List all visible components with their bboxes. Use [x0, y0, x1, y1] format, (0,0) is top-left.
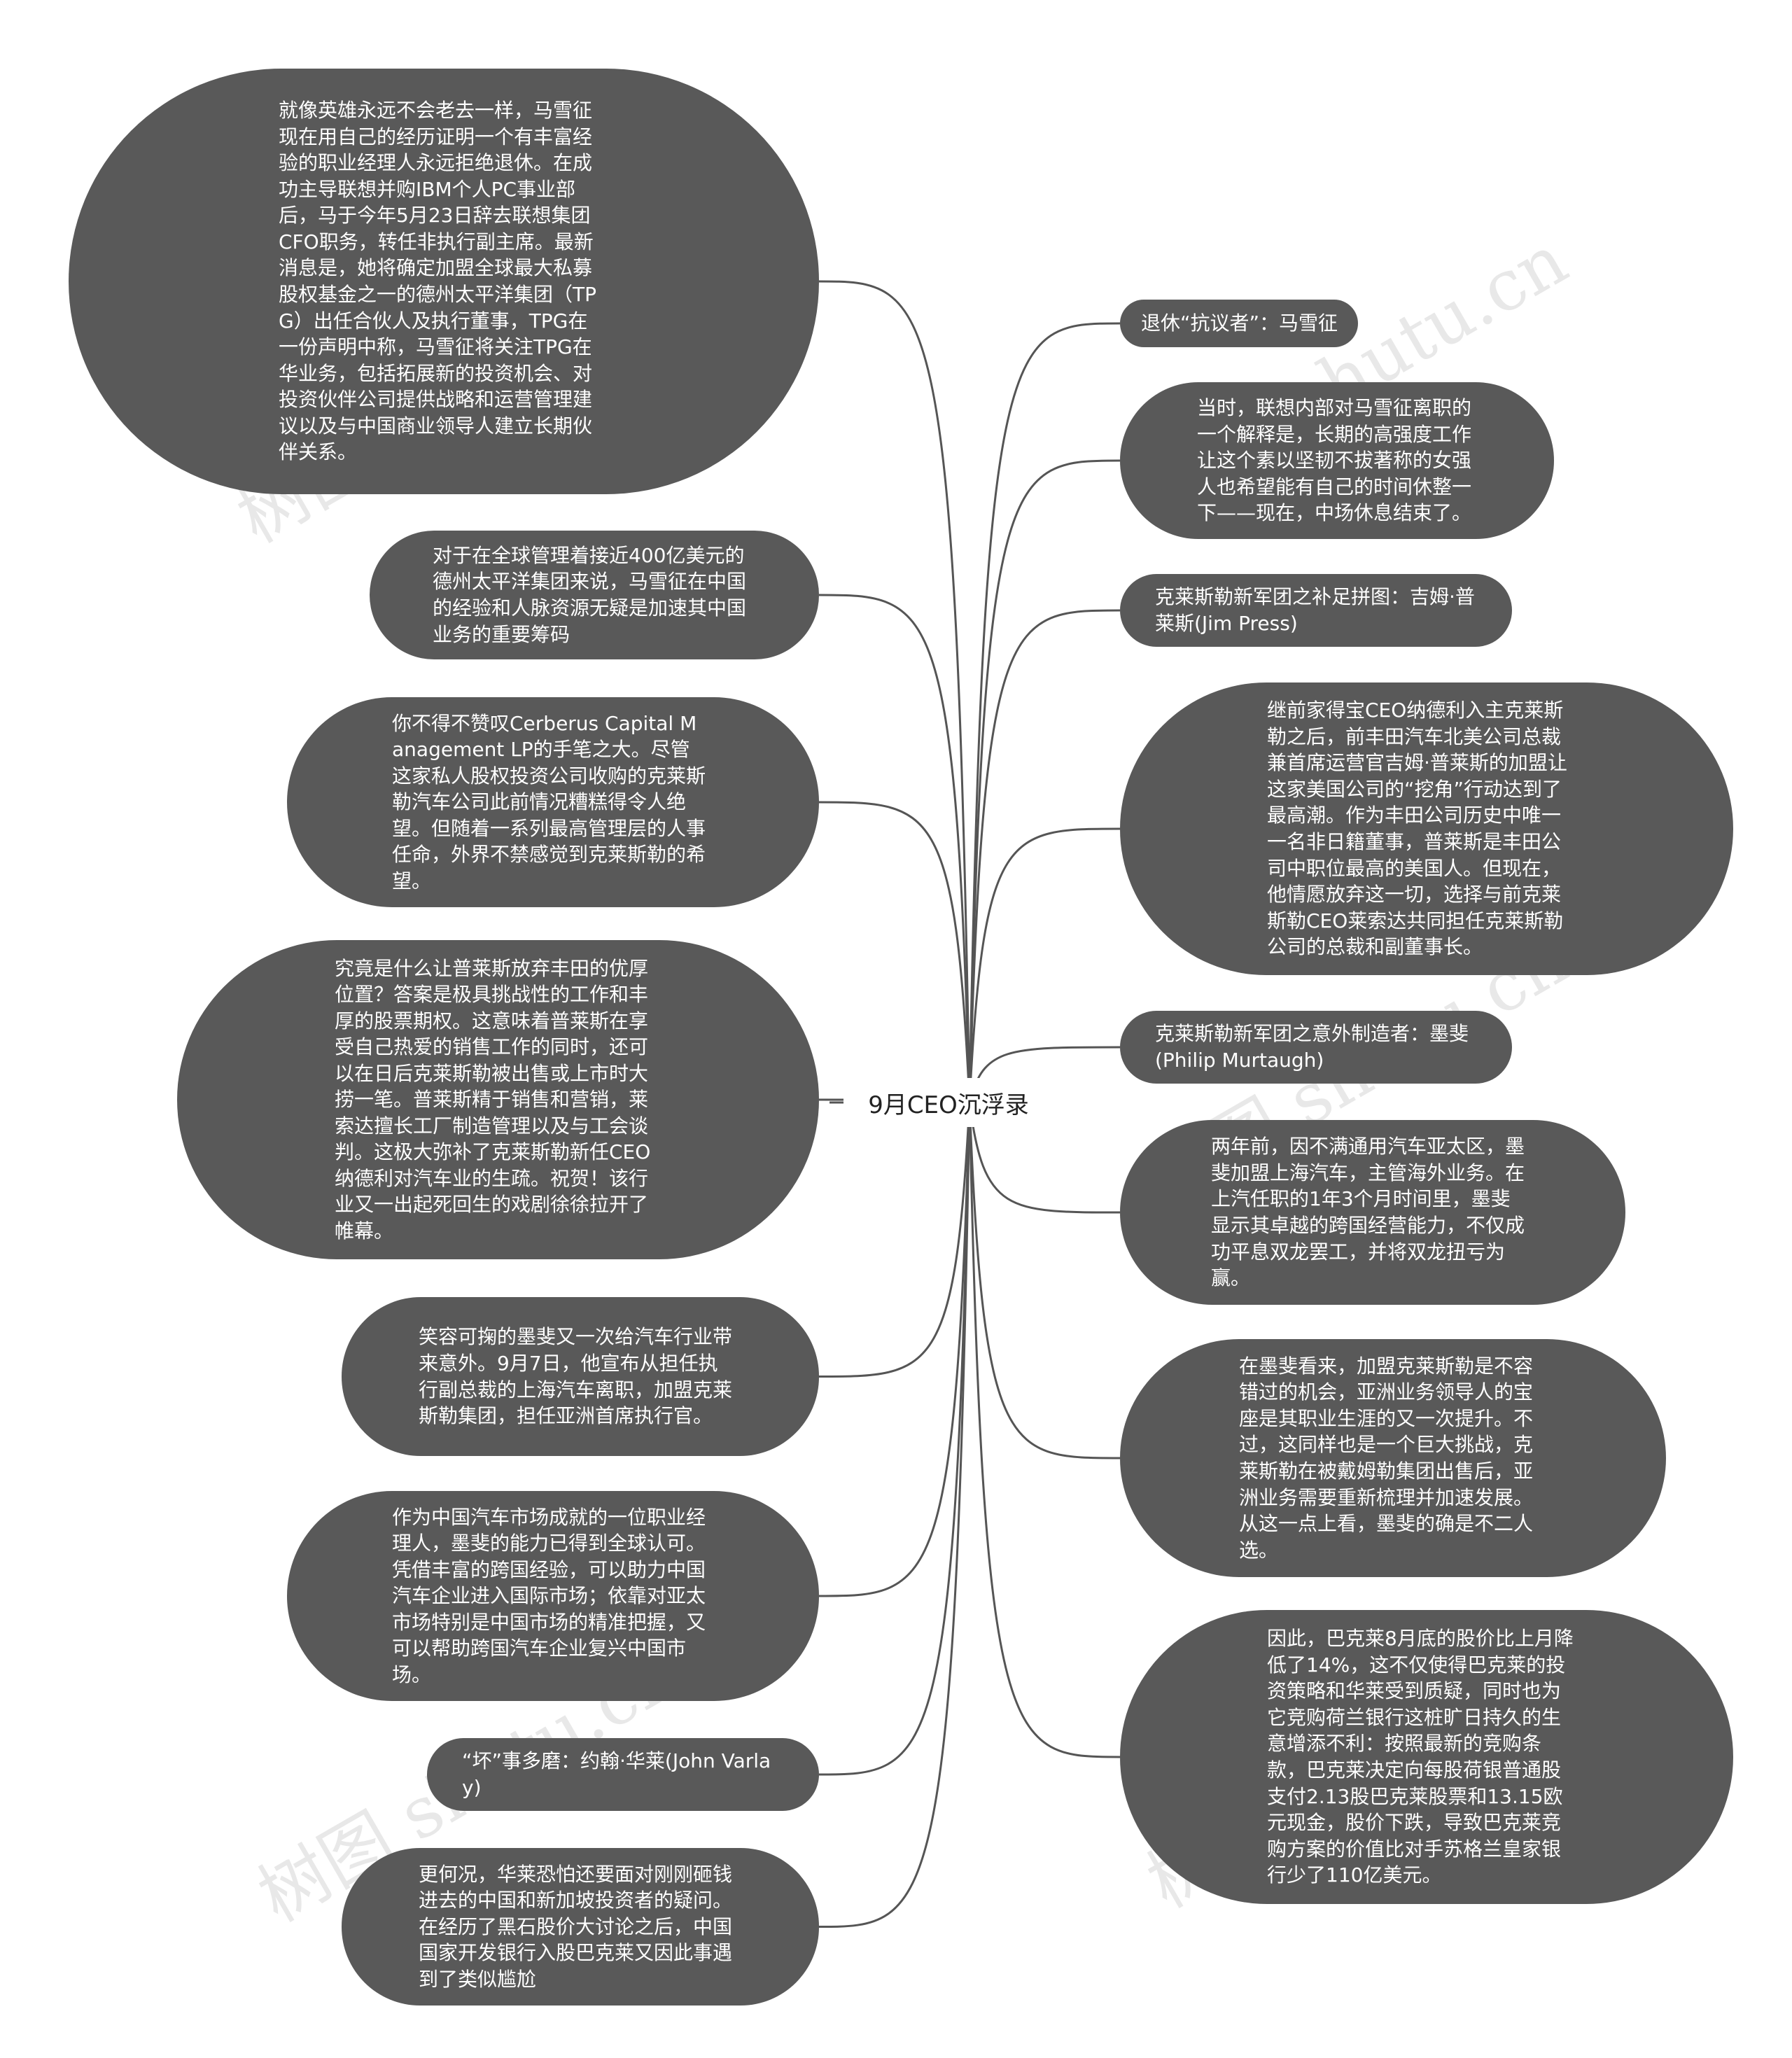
node-text: 对于在全球管理着接近400亿美元的德州太平洋集团来说，马雪征在中国的经验和人脉资… — [433, 543, 747, 646]
node-text: 究竟是什么让普莱斯放弃丰田的优厚位置？答案是极具挑战性的工作和丰厚的股票期权。这… — [335, 956, 651, 1242]
topic-node-left[interactable]: 对于在全球管理着接近400亿美元的德州太平洋集团来说，马雪征在中国的经验和人脉资… — [370, 531, 819, 659]
node-text: “坏”事多磨：约翰·华莱(John Varlay) — [462, 1749, 771, 1799]
node-text: 更何况，华莱恐怕还要面对刚刚砸钱进去的中国和新加坡投资者的疑问。在经历了黑石股价… — [419, 1862, 733, 1991]
connector-line — [818, 1102, 971, 1378]
node-text: 笑容可掬的墨斐又一次给汽车行业带来意外。9月7日，他宣布从担任执行副总裁的上海汽… — [419, 1325, 733, 1428]
topic-node-left[interactable]: “坏”事多磨：约翰·华莱(John Varlay) — [427, 1738, 819, 1811]
topic-node-left[interactable]: 更何况，华莱恐怕还要面对刚刚砸钱进去的中国和新加坡投资者的疑问。在经历了黑石股价… — [342, 1848, 819, 2005]
connector-line — [818, 280, 971, 1103]
topic-node-right[interactable]: 继前家得宝CEO纳德利入主克莱斯勒之后，前丰田汽车北美公司总裁兼首席运营官吉姆·… — [1120, 682, 1733, 975]
node-text: 在墨斐看来，加盟克莱斯勒是不容错过的机会，亚洲业务领导人的宝座是其职业生涯的又一… — [1239, 1354, 1534, 1562]
connector-line — [968, 1102, 1121, 1460]
connector-line — [968, 609, 1121, 1103]
topic-node-right[interactable]: 两年前，因不满通用汽车亚太区，墨斐加盟上海汽车，主管海外业务。在上汽任职的1年3… — [1120, 1120, 1625, 1305]
connector-line — [818, 1102, 971, 1597]
topic-node-right[interactable]: 克莱斯勒新军团之意外制造者：墨斐(Philip Murtaugh) — [1120, 1011, 1512, 1084]
topic-node-right[interactable]: 退休“抗议者”：马雪征 — [1120, 300, 1358, 347]
node-text: 克莱斯勒新军团之意外制造者：墨斐(Philip Murtaugh) — [1155, 1022, 1469, 1072]
topic-node-right[interactable]: 在墨斐看来，加盟克莱斯勒是不容错过的机会，亚洲业务领导人的宝座是其职业生涯的又一… — [1120, 1339, 1666, 1577]
topic-node-right[interactable]: 克莱斯勒新军团之补足拼图：吉姆·普莱斯(Jim Press) — [1120, 574, 1512, 647]
topic-node-left[interactable]: 笑容可掬的墨斐又一次给汽车行业带来意外。9月7日，他宣布从担任执行副总裁的上海汽… — [342, 1297, 819, 1456]
node-text: 当时，联想内部对马雪征离职的一个解释是，长期的高强度工作让这个素以坚韧不拔著称的… — [1197, 396, 1472, 525]
topic-node-left[interactable]: 究竟是什么让普莱斯放弃丰田的优厚位置？答案是极具挑战性的工作和丰厚的股票期权。这… — [177, 940, 819, 1259]
connector-line — [968, 322, 1121, 1103]
connector-line — [968, 1102, 1121, 1758]
node-text: 因此，巴克莱8月底的股价比上月降低了14%，这不仅使得巴克莱的投资策略和华莱受到… — [1267, 1627, 1574, 1887]
node-text: 你不得不赞叹Cerberus Capital Management LP的手笔之… — [392, 711, 706, 892]
connector-line — [818, 1102, 971, 1776]
node-text: 退休“抗议者”：马雪征 — [1141, 312, 1338, 335]
topic-node-left[interactable]: 作为中国汽车市场成就的一位职业经理人，墨斐的能力已得到全球认可。凭借丰富的跨国经… — [287, 1491, 819, 1701]
node-text: 克莱斯勒新军团之补足拼图：吉姆·普莱斯(Jim Press) — [1155, 585, 1475, 635]
connector-line — [968, 827, 1121, 1103]
connector-line — [818, 801, 971, 1103]
topic-node-left[interactable]: 就像英雄永远不会老去一样，马雪征现在用自己的经历证明一个有丰富经验的职业经理人永… — [69, 69, 819, 494]
topic-node-left[interactable]: 你不得不赞叹Cerberus Capital Management LP的手笔之… — [287, 697, 819, 907]
node-text: 继前家得宝CEO纳德利入主克莱斯勒之后，前丰田汽车北美公司总裁兼首席运营官吉姆·… — [1267, 699, 1567, 959]
connector-line — [818, 1102, 971, 1928]
node-text: 两年前，因不满通用汽车亚太区，墨斐加盟上海汽车，主管海外业务。在上汽任职的1年3… — [1211, 1135, 1525, 1290]
connector-line — [968, 1102, 1121, 1214]
central-topic[interactable]: 9月CEO沉浮录 — [844, 1078, 1054, 1127]
node-text: 作为中国汽车市场成就的一位职业经理人，墨斐的能力已得到全球认可。凭借丰富的跨国经… — [392, 1505, 706, 1686]
topic-node-right[interactable]: 因此，巴克莱8月底的股价比上月降低了14%，这不仅使得巴克莱的投资策略和华莱受到… — [1120, 1610, 1733, 1904]
topic-node-right[interactable]: 当时，联想内部对马雪征离职的一个解释是，长期的高强度工作让这个素以坚韧不拔著称的… — [1120, 382, 1554, 539]
connector-line — [968, 459, 1121, 1103]
node-text: 就像英雄永远不会老去一样，马雪征现在用自己的经历证明一个有丰富经验的职业经理人永… — [279, 99, 596, 464]
connector-line — [818, 594, 971, 1103]
